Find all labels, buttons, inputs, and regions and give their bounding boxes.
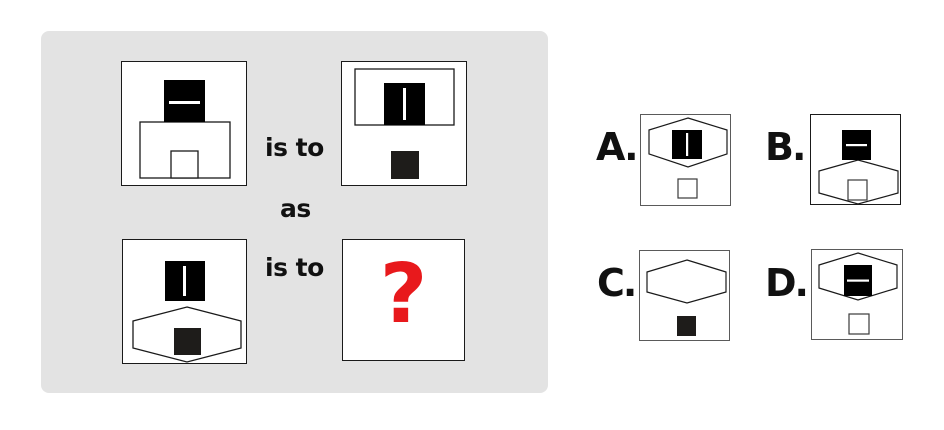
horizontal-bar xyxy=(169,101,200,104)
small-dark-square xyxy=(677,316,696,336)
small-dark-square xyxy=(174,328,201,355)
figure-1 xyxy=(121,61,247,186)
horizontal-bar xyxy=(846,144,867,147)
option-a-shapes xyxy=(648,117,728,199)
connector-is-to-top: is to xyxy=(265,133,324,162)
option-d-shapes xyxy=(818,252,898,335)
figure-4-unknown: ? xyxy=(342,239,465,361)
small-white-square xyxy=(848,313,870,335)
option-c-label: C. xyxy=(597,261,637,305)
connector-is-to-bottom: is to xyxy=(265,253,324,282)
vertical-bar xyxy=(403,88,406,120)
small-white-square xyxy=(677,178,698,199)
connector-as: as xyxy=(280,194,311,223)
option-b-label: B. xyxy=(765,125,806,169)
figure-1-shapes xyxy=(139,80,231,179)
vertical-bar xyxy=(686,133,689,156)
option-b-shapes xyxy=(818,130,899,205)
option-d-label: D. xyxy=(765,261,809,305)
figure-2 xyxy=(341,61,467,186)
small-white-square xyxy=(170,150,199,179)
question-mark: ? xyxy=(379,247,428,342)
option-b[interactable] xyxy=(810,114,901,205)
horizontal-bar xyxy=(847,279,869,282)
small-white-square xyxy=(847,179,868,201)
vertical-bar xyxy=(183,266,186,296)
figure-3 xyxy=(122,239,247,364)
figure-2-shapes xyxy=(354,68,455,179)
option-d[interactable] xyxy=(811,249,903,340)
small-dark-square xyxy=(391,151,419,179)
option-c[interactable] xyxy=(639,250,730,341)
option-c-shapes xyxy=(646,259,727,336)
hexagon xyxy=(646,259,727,304)
option-a-label: A. xyxy=(596,125,639,169)
figure-3-shapes xyxy=(132,261,242,363)
option-a[interactable] xyxy=(640,114,731,206)
